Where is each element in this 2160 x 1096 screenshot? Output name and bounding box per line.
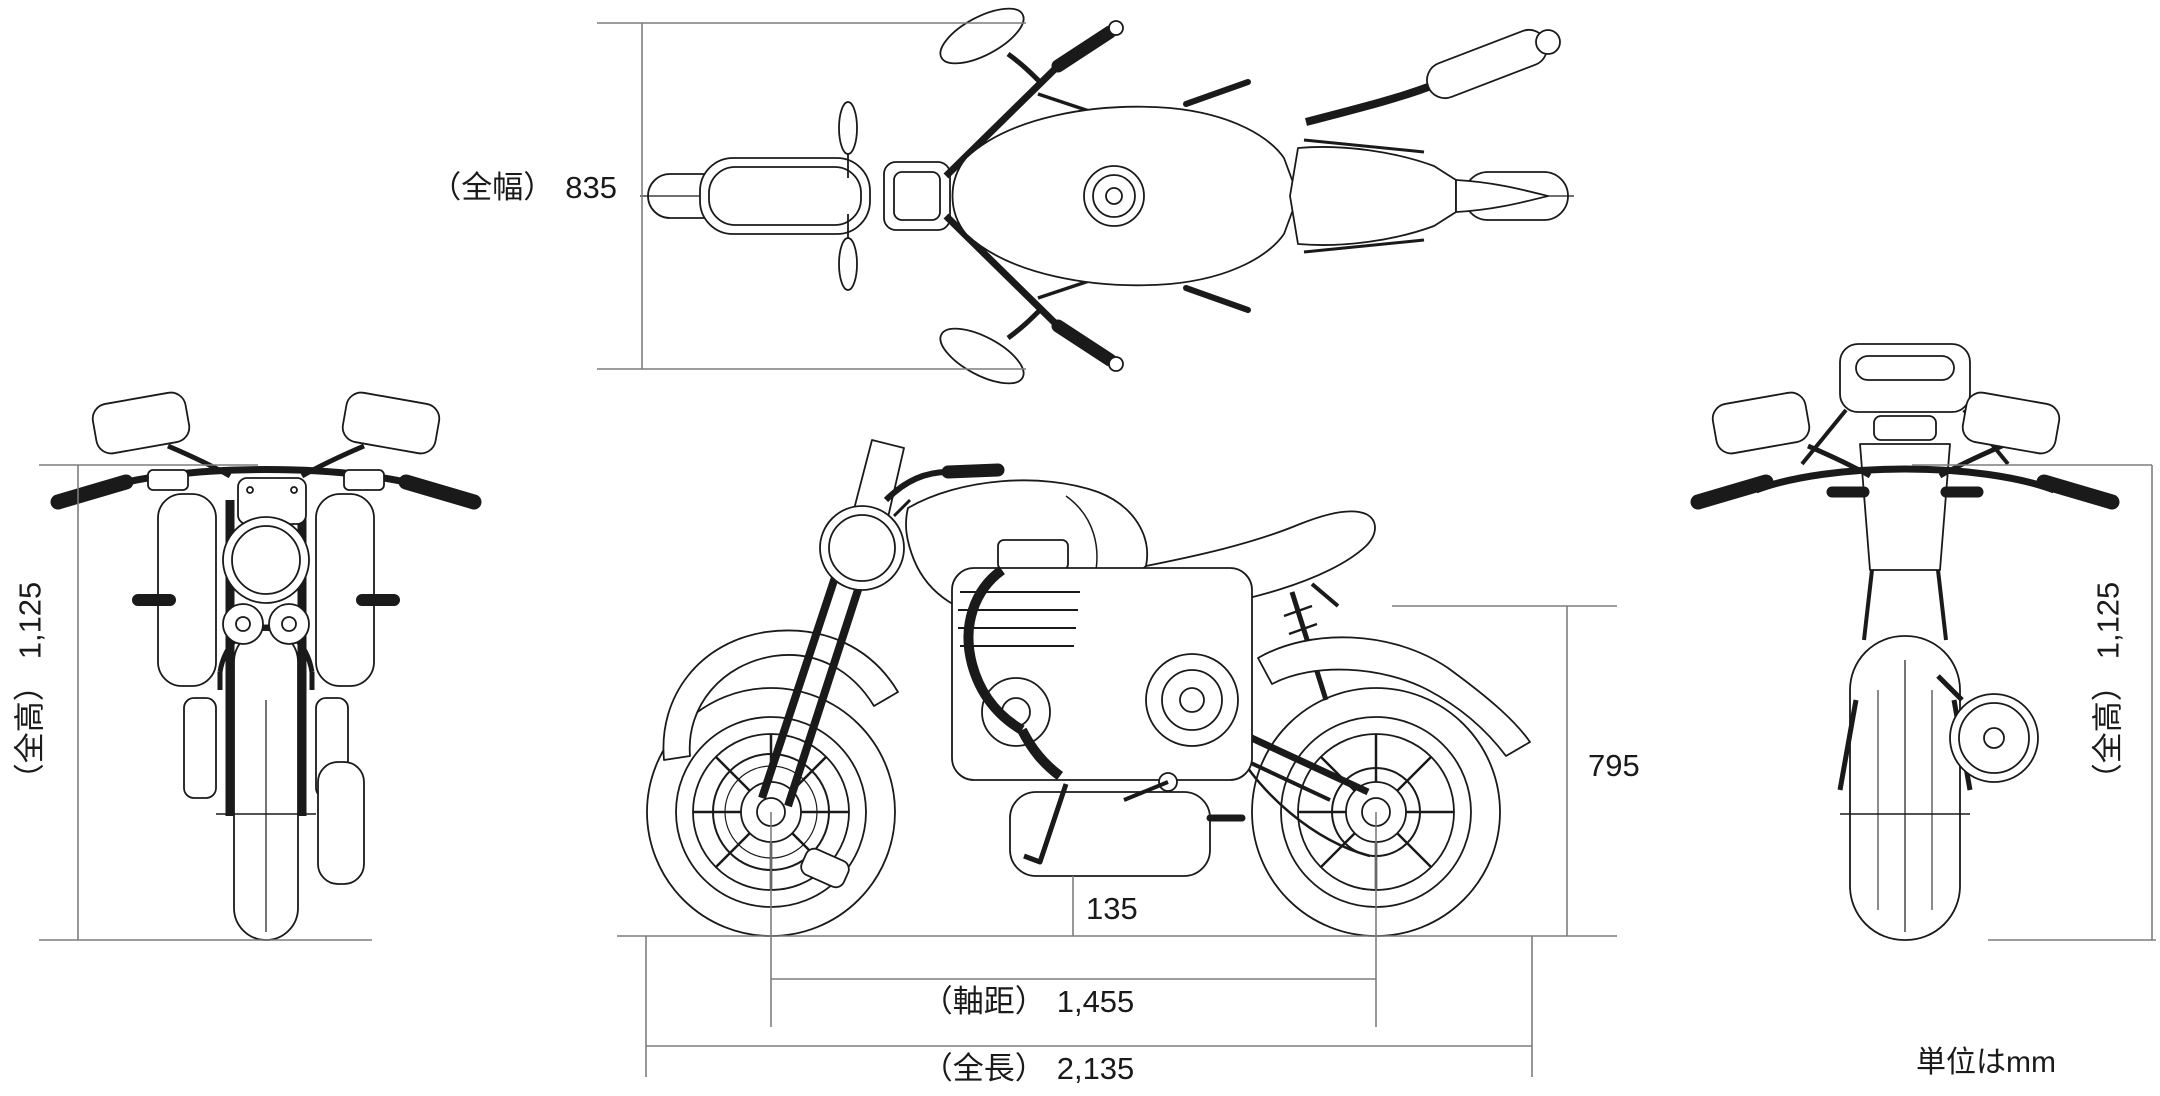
overall-length-value: 2,135 — [1056, 1051, 1135, 1086]
rear-view-drawing — [1690, 343, 2120, 941]
units-note: 単位はmm — [1916, 1048, 2056, 1078]
footpeg-levers-top — [1183, 79, 1251, 313]
top-view-drawing — [640, 7, 1574, 385]
front-view-drawing — [50, 391, 482, 941]
headlight — [222, 516, 310, 604]
overall-length-prefix: （全長） — [921, 1051, 1046, 1086]
rear-fender — [1859, 443, 1951, 641]
overall-height-left-value: 1,125 — [12, 581, 48, 660]
front-fender-side — [662, 629, 899, 761]
overall-width-label: （全幅） 835 — [330, 172, 617, 203]
side-view-drawing — [646, 439, 1531, 937]
front-engine-sides — [183, 697, 365, 885]
side-stand — [1023, 783, 1069, 865]
instrument-cluster-top — [883, 161, 951, 231]
tail-top — [1455, 179, 1549, 213]
front-shrouds — [157, 493, 375, 687]
ground-clearance-value: 135 — [1086, 891, 1138, 926]
ground-clearance-label: 135 — [1086, 893, 1138, 924]
mirror-right-front — [300, 391, 441, 479]
muffler-top — [1305, 28, 1561, 126]
overall-height-label-right: （全高） 1,125 — [2090, 581, 2126, 795]
units-note-text: 単位はmm — [1916, 1046, 2056, 1079]
seat-top — [1289, 138, 1457, 254]
wheelbase-label: （軸距） 1,455 — [922, 986, 1135, 1017]
mirror-left-rear — [1711, 391, 1872, 479]
footpegs-side — [1123, 582, 1340, 802]
muffler-rear — [1936, 674, 2039, 783]
overall-height-right-value: 1,125 — [2090, 581, 2126, 660]
exhaust-side — [963, 565, 1246, 877]
overall-width-value: 835 — [565, 170, 617, 205]
overall-height-left-prefix: （全高） — [12, 670, 48, 795]
rear-handlebar — [1690, 465, 2120, 510]
mirror-right-top — [939, 306, 1044, 385]
seat-height-label: 795 — [1588, 750, 1640, 781]
overall-width-prefix: （全幅） — [430, 170, 555, 205]
overall-height-right-prefix: （全高） — [2090, 670, 2126, 795]
overall-length-label: （全長） 2,135 — [922, 1053, 1135, 1084]
handlebar-side — [883, 463, 1005, 503]
dimension-lines — [39, 22, 2156, 1077]
front-fender — [217, 624, 315, 690]
front-handlebar — [50, 466, 482, 510]
front-fender-top — [699, 157, 871, 235]
engine-side — [951, 539, 1253, 781]
rear-fender-side — [1257, 636, 1531, 757]
front-turn-signals-top — [838, 101, 858, 291]
fuel-cap — [1083, 165, 1145, 227]
seat-height-value: 795 — [1588, 748, 1640, 783]
overall-height-label-left: （全高） 1,125 — [12, 581, 48, 795]
headlight-side — [819, 498, 912, 591]
mirror-left-top — [939, 7, 1044, 86]
horns — [222, 603, 310, 645]
rear-tire — [1840, 635, 1970, 941]
mirror-left-front — [91, 391, 232, 479]
mirror-right-rear — [1938, 391, 2061, 479]
tail-light — [1873, 415, 1937, 441]
wheelbase-value: 1,455 — [1056, 984, 1135, 1019]
wheelbase-prefix: （軸距） — [921, 984, 1046, 1019]
